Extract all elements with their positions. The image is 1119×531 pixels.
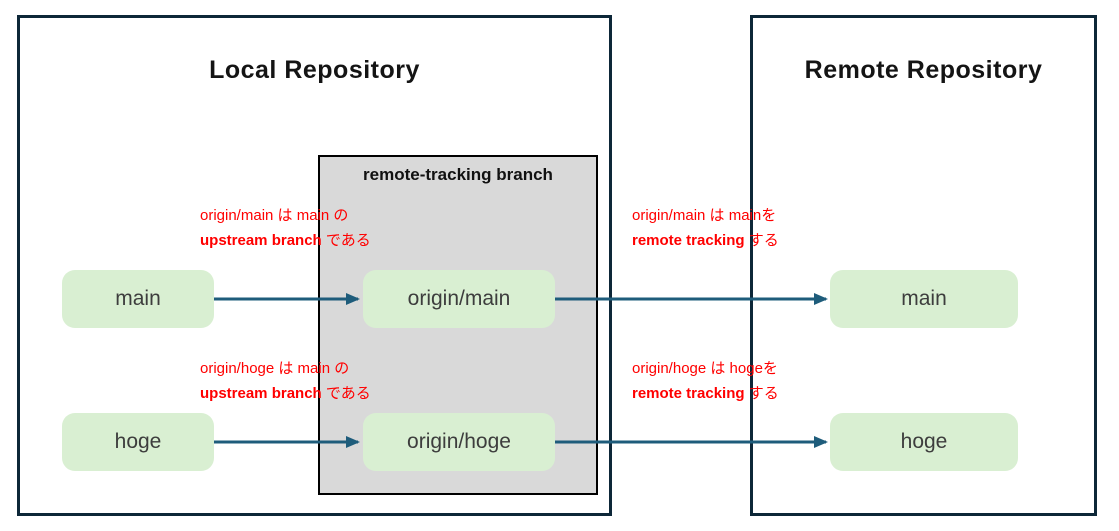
- annotation-upstream-hoge-bold: upstream branch: [200, 385, 322, 402]
- local-repository-box: Local Repository: [17, 15, 612, 516]
- branch-label-origin-main: origin/main: [407, 287, 511, 310]
- annotation-tracking-main: origin/main は mainを remote tracking する: [632, 203, 779, 253]
- annotation-tracking-hoge: origin/hoge は hogeを remote tracking する: [632, 356, 779, 406]
- annotation-upstream-main-line1: origin/main は main の: [200, 207, 349, 224]
- annotation-tracking-main-line1: origin/main は mainを: [632, 207, 777, 224]
- branch-node-remote-main: main: [830, 270, 1018, 328]
- remote-repository-box: Remote Repository: [750, 15, 1097, 516]
- annotation-tracking-hoge-rest: する: [744, 385, 779, 402]
- branch-label-local-hoge: hoge: [114, 430, 162, 453]
- branch-node-local-main: main: [62, 270, 214, 328]
- branch-label-remote-hoge: hoge: [900, 430, 948, 453]
- annotation-tracking-main-bold: remote tracking: [632, 232, 745, 249]
- branch-label-origin-hoge: origin/hoge: [407, 430, 511, 453]
- branch-node-origin-hoge: origin/hoge: [363, 413, 555, 471]
- annotation-tracking-hoge-line1: origin/hoge は hogeを: [632, 360, 778, 377]
- annotation-tracking-hoge-bold: remote tracking: [632, 385, 745, 402]
- branch-node-origin-main: origin/main: [363, 270, 555, 328]
- annotation-upstream-hoge-rest: である: [321, 385, 371, 402]
- annotation-upstream-hoge-line1: origin/hoge は main の: [200, 360, 350, 377]
- branch-label-local-main: main: [115, 287, 161, 310]
- annotation-tracking-main-rest: する: [744, 232, 779, 249]
- annotation-upstream-main-rest: である: [321, 232, 371, 249]
- local-repository-title: Local Repository: [209, 56, 420, 84]
- branch-node-local-hoge: hoge: [62, 413, 214, 471]
- remote-repository-title: Remote Repository: [804, 56, 1043, 84]
- annotation-upstream-main-bold: upstream branch: [200, 232, 322, 249]
- remote-tracking-branch-title: remote-tracking branch: [363, 165, 553, 184]
- annotation-upstream-hoge: origin/hoge は main の upstream branch である: [200, 356, 371, 406]
- branch-node-remote-hoge: hoge: [830, 413, 1018, 471]
- branch-label-remote-main: main: [901, 287, 947, 310]
- annotation-upstream-main: origin/main は main の upstream branch である: [200, 203, 371, 253]
